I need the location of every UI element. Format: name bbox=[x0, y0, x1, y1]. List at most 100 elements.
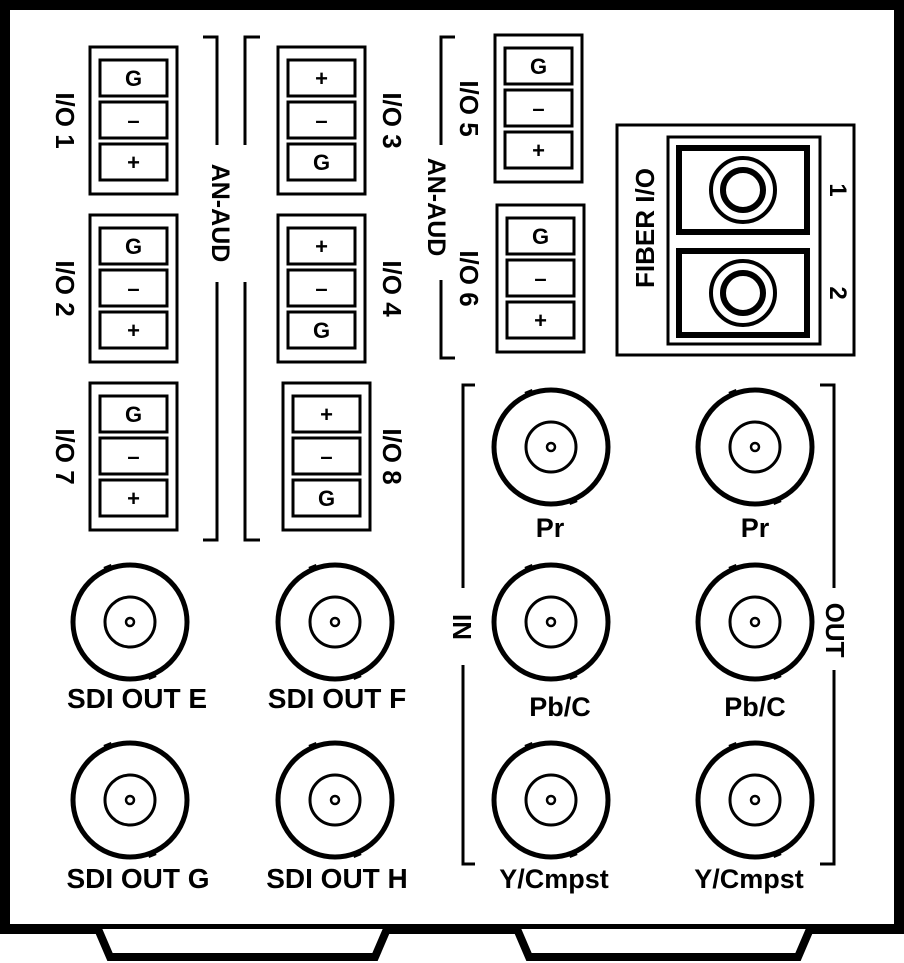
bnc-in-y-cmpst[interactable] bbox=[491, 740, 611, 860]
terminal-pin[interactable] bbox=[291, 436, 362, 476]
in-pb-c-label: Pb/C bbox=[529, 692, 591, 722]
terminal-pin[interactable] bbox=[98, 226, 169, 266]
terminal-pin[interactable] bbox=[98, 436, 169, 476]
terminal-block-i-o-8[interactable]: + – G I/O 8 bbox=[281, 381, 407, 532]
bnc-out-pr[interactable] bbox=[695, 387, 815, 507]
bnc-center-pin bbox=[545, 441, 557, 453]
terminal-block-label: I/O 3 bbox=[377, 92, 407, 148]
fiber-port-1-ferrule bbox=[720, 167, 766, 213]
terminal-pin[interactable] bbox=[98, 310, 169, 350]
terminal-pin-label: – bbox=[320, 444, 332, 469]
terminal-pin[interactable] bbox=[291, 394, 362, 434]
terminal-pin-label: + bbox=[127, 318, 140, 343]
bnc-sdi-out-h[interactable] bbox=[275, 740, 395, 860]
sdi-out-g-label: SDI OUT G bbox=[66, 863, 209, 894]
terminal-pin-label: – bbox=[315, 108, 327, 133]
terminal-block-i-o-5[interactable]: G–+I/O 5 bbox=[454, 33, 584, 184]
bnc-sdi-out-g[interactable] bbox=[70, 740, 190, 860]
terminal-block-i-o-4[interactable]: + – G I/O 4 bbox=[276, 213, 407, 364]
terminal-pin-label: G bbox=[313, 318, 330, 343]
fiber-port-2-label: 2 bbox=[824, 286, 851, 299]
fiber-io-section: FIBER I/O 1 2 bbox=[615, 123, 856, 357]
terminal-pin-label: – bbox=[127, 108, 139, 133]
terminal-pin[interactable] bbox=[98, 58, 169, 98]
terminal-block-label: I/O 1 bbox=[50, 92, 80, 148]
in-pr-label: Pr bbox=[536, 513, 565, 543]
terminal-pin-label: – bbox=[315, 276, 327, 301]
terminal-block-i-o-1[interactable]: G–+I/O 1 bbox=[50, 45, 179, 196]
fiber-port-2-frame bbox=[676, 248, 810, 338]
terminal-pin[interactable] bbox=[503, 46, 574, 86]
terminal-pin[interactable] bbox=[286, 268, 357, 308]
terminal-pin[interactable] bbox=[505, 258, 576, 298]
mounting-foot-right bbox=[513, 927, 814, 961]
bnc-sdi-out-f[interactable] bbox=[275, 562, 395, 682]
terminal-pin[interactable] bbox=[98, 394, 169, 434]
terminal-block-i-o-2[interactable]: G–+I/O 2 bbox=[50, 213, 179, 364]
terminal-block-i-o-7[interactable]: G–+I/O 7 bbox=[50, 381, 179, 532]
terminal-pin-label: + bbox=[320, 402, 333, 427]
terminal-pin[interactable] bbox=[286, 100, 357, 140]
terminal-pin[interactable] bbox=[98, 142, 169, 182]
terminal-pin[interactable] bbox=[503, 130, 574, 170]
terminal-pin[interactable] bbox=[286, 58, 357, 98]
terminal-pin-label: G bbox=[313, 150, 330, 175]
an-aud-label-left: AN-AUD bbox=[206, 164, 234, 263]
terminal-pin[interactable] bbox=[286, 310, 357, 350]
sdi-out-h-label: SDI OUT H bbox=[266, 863, 408, 894]
fiber-connector-housing bbox=[666, 135, 822, 346]
terminal-pin-label: + bbox=[127, 486, 140, 511]
mounting-foot-left bbox=[94, 927, 391, 961]
bnc-center-pin bbox=[124, 616, 136, 628]
bnc-center-pin bbox=[749, 616, 761, 628]
out-y-cmpst-label: Y/Cmpst bbox=[694, 864, 804, 894]
fiber-port-1-frame bbox=[676, 145, 810, 235]
terminal-pin[interactable] bbox=[505, 300, 576, 340]
bnc-in-pr[interactable] bbox=[491, 387, 611, 507]
sdi-out-f-label: SDI OUT F bbox=[268, 683, 406, 714]
terminal-pin-label: G bbox=[125, 402, 142, 427]
component-in-bracket bbox=[461, 383, 475, 866]
bnc-center-pin bbox=[749, 441, 761, 453]
an-aud-label-right: AN-AUD bbox=[422, 158, 450, 257]
terminal-pin[interactable] bbox=[98, 478, 169, 518]
terminal-block-label: I/O 6 bbox=[454, 250, 484, 306]
terminal-pin-label: G bbox=[532, 224, 549, 249]
bnc-in-pb-c[interactable] bbox=[491, 562, 611, 682]
terminal-pin-label: G bbox=[318, 486, 335, 511]
terminal-pin-label: – bbox=[532, 96, 544, 121]
terminal-pin[interactable] bbox=[286, 226, 357, 266]
terminal-pin[interactable] bbox=[286, 142, 357, 182]
an-aud-bracket-center bbox=[243, 35, 260, 542]
terminal-block-label: I/O 8 bbox=[377, 428, 407, 484]
bnc-center-pin bbox=[329, 616, 341, 628]
sdi-out-e-label: SDI OUT E bbox=[67, 683, 207, 714]
fiber-port-1-label: 1 bbox=[824, 183, 851, 196]
terminal-pin[interactable] bbox=[98, 268, 169, 308]
terminal-pin[interactable] bbox=[291, 478, 362, 518]
bnc-out-pb-c[interactable] bbox=[695, 562, 815, 682]
component-in-label: IN bbox=[447, 614, 477, 640]
bnc-connectors bbox=[70, 387, 815, 860]
terminal-pin-label: – bbox=[127, 276, 139, 301]
bnc-center-pin bbox=[749, 794, 761, 806]
component-out-bracket bbox=[820, 383, 836, 866]
terminal-block-label: I/O 4 bbox=[377, 260, 407, 317]
terminal-pin-label: + bbox=[127, 150, 140, 175]
terminal-block-label: I/O 2 bbox=[50, 260, 80, 316]
terminal-pin-label: – bbox=[534, 266, 546, 291]
bnc-sdi-out-e[interactable] bbox=[70, 562, 190, 682]
bnc-out-y-cmpst[interactable] bbox=[695, 740, 815, 860]
out-pb-c-label: Pb/C bbox=[724, 692, 786, 722]
out-pr-label: Pr bbox=[741, 513, 770, 543]
terminal-pin[interactable] bbox=[98, 100, 169, 140]
terminal-pin[interactable] bbox=[503, 88, 574, 128]
terminal-pin[interactable] bbox=[505, 216, 576, 256]
terminal-block-i-o-3[interactable]: +–GI/O 3 bbox=[276, 45, 407, 196]
bnc-center-pin bbox=[124, 794, 136, 806]
terminal-pin-label: + bbox=[532, 138, 545, 163]
terminal-pin-label: + bbox=[315, 234, 328, 259]
terminal-block-i-o-6[interactable]: G–+I/O 6 bbox=[454, 203, 586, 354]
terminal-blocks: G–+I/O 1G–+I/O 2G–+I/O 7+–GI/O 3+–GI/O 4… bbox=[50, 33, 586, 532]
